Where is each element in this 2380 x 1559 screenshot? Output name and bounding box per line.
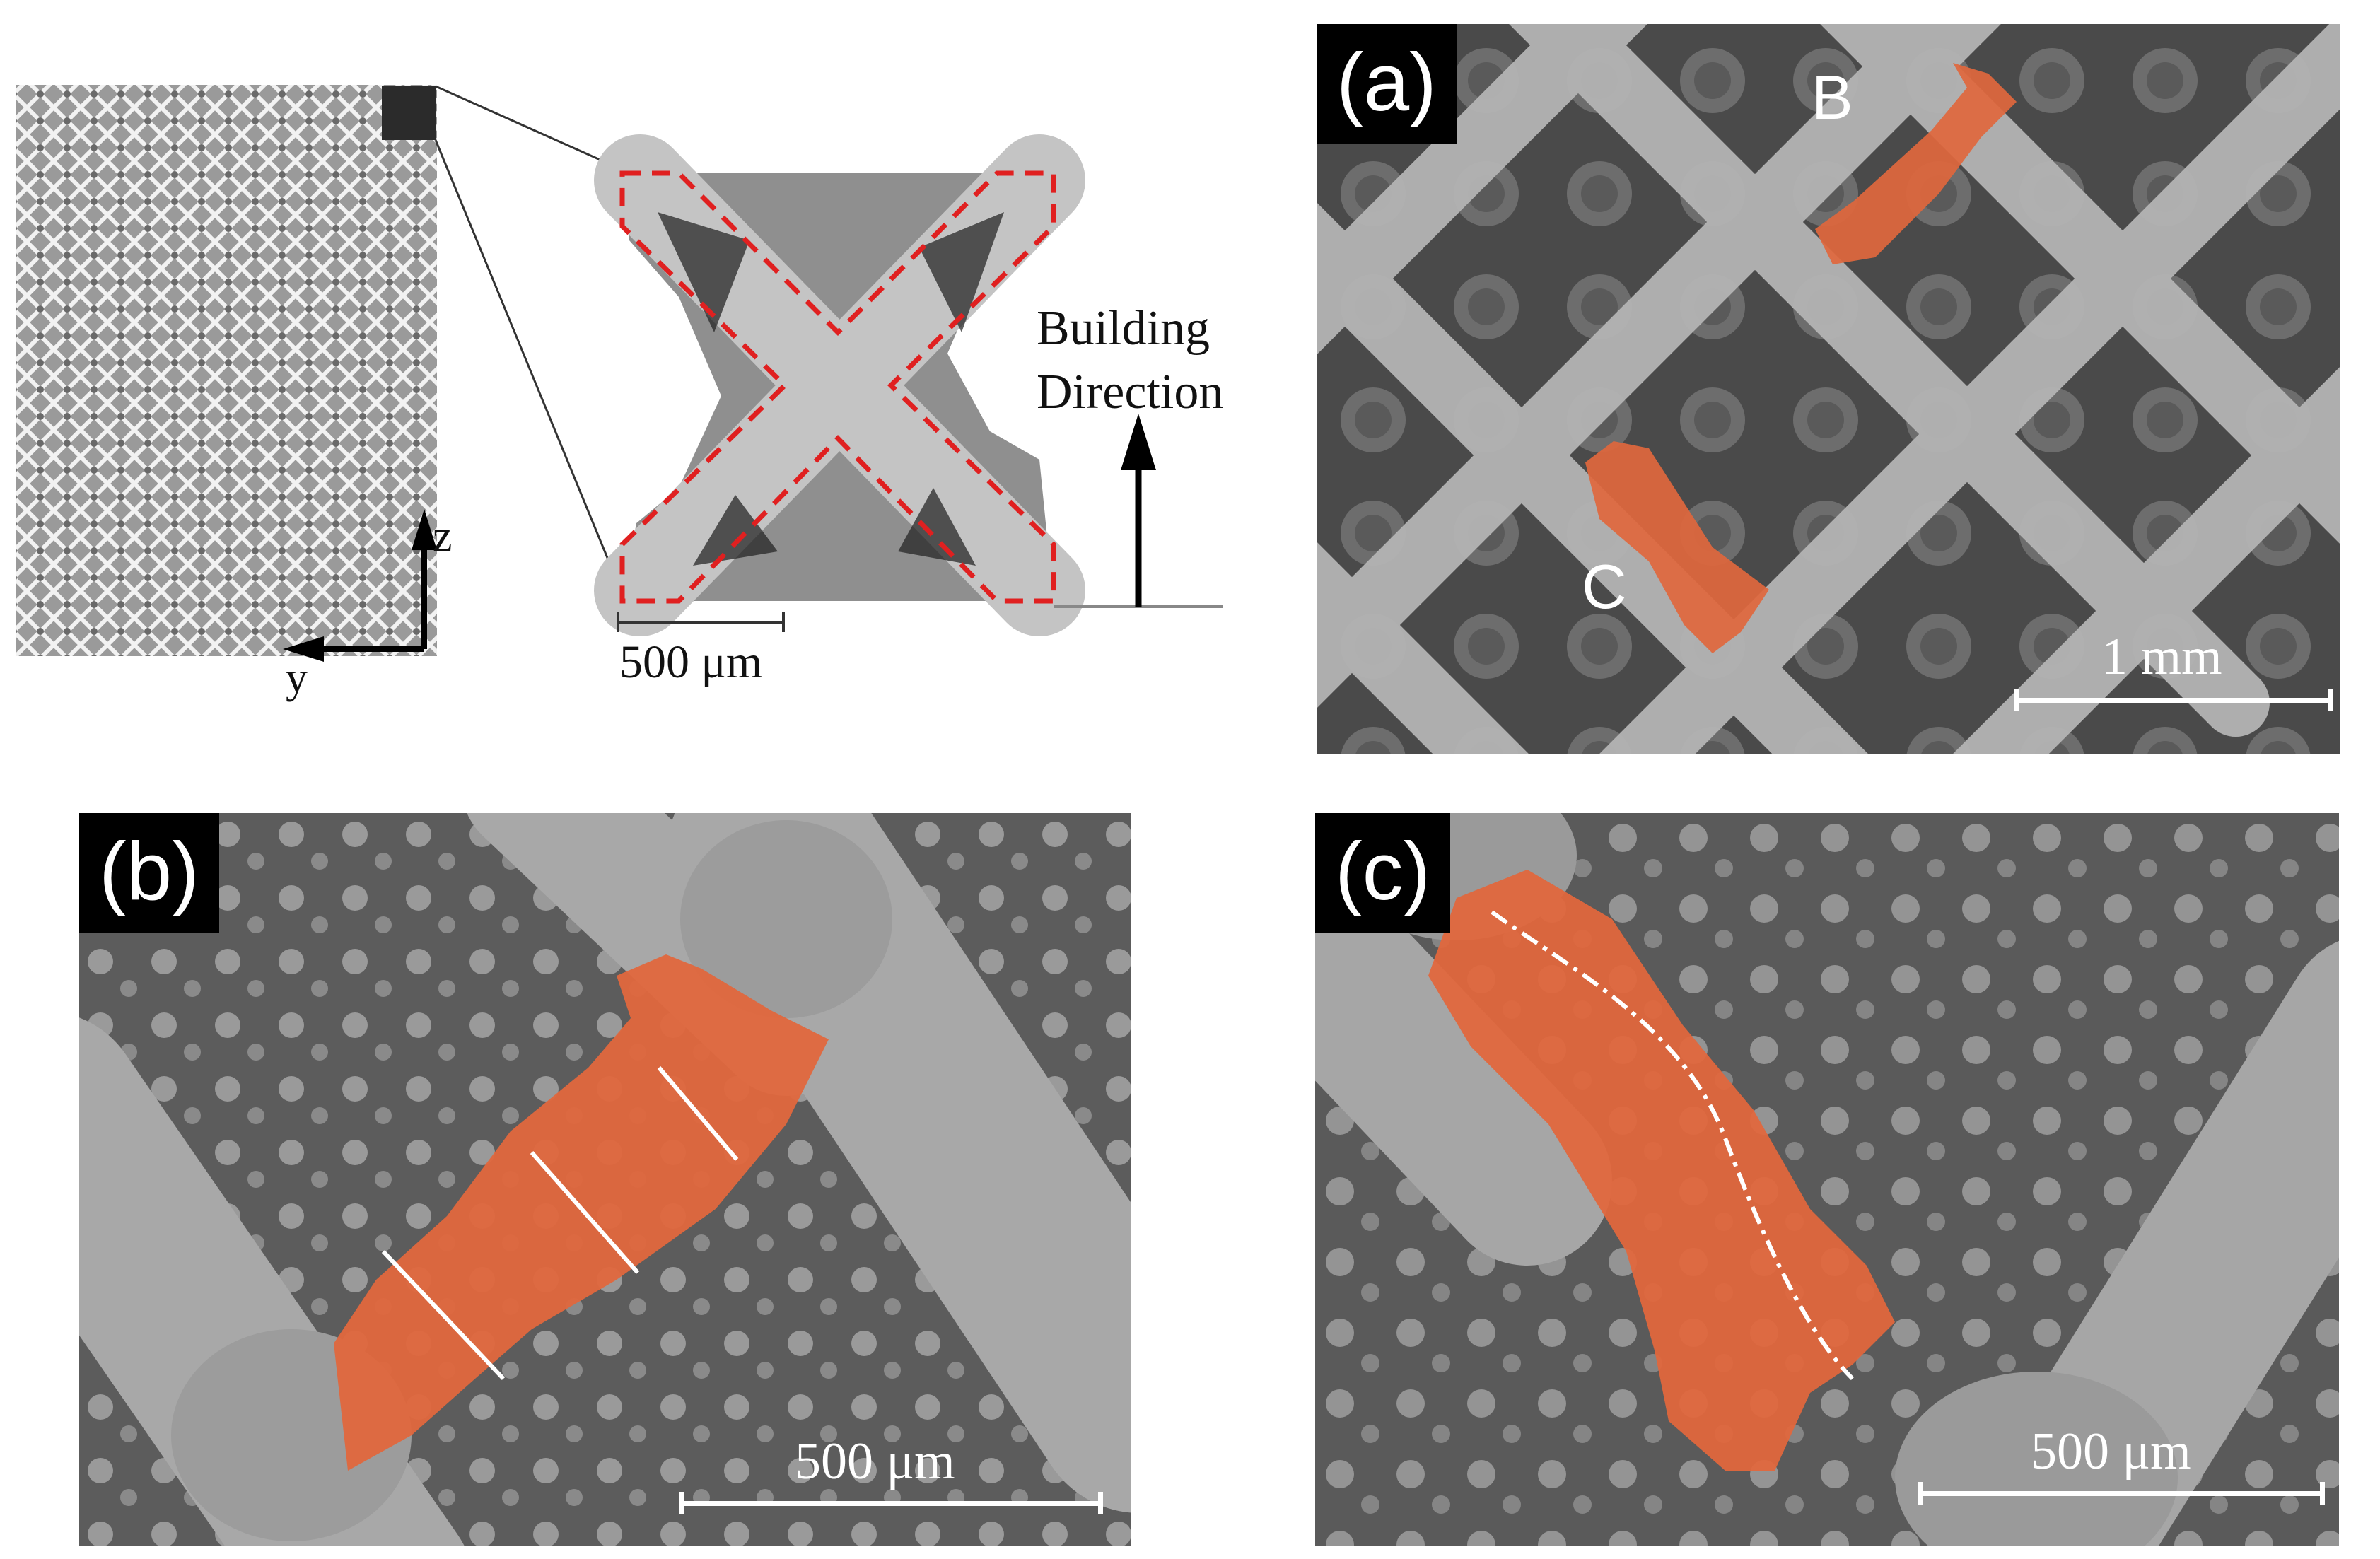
lattice-sample	[16, 85, 437, 656]
highlight-strut-b-detail	[334, 954, 829, 1471]
highlight-strut-c	[1585, 441, 1769, 653]
overview-panel: z y 500 μm Building Direction	[0, 0, 1273, 721]
panel-b-sem	[79, 813, 1131, 1546]
overview-drawing	[16, 85, 1223, 662]
panel-a: (a) B C 1 mm	[1317, 24, 2340, 754]
panel-a-sem	[1317, 24, 2340, 754]
panel-a-tag: (a)	[1317, 24, 1457, 144]
panel-c-tag: (c)	[1315, 813, 1451, 933]
panel-a-scalebar	[2014, 689, 2333, 711]
panel-c: (c) 500 μm	[1315, 813, 2339, 1546]
building-direction-line1: Building	[1037, 301, 1211, 356]
panel-a-scale-label: 1 mm	[2101, 628, 2222, 686]
strut-label-b: B	[1812, 62, 1853, 132]
axis-y-label: y	[286, 654, 308, 702]
panel-b-scalebar	[679, 1492, 1103, 1514]
panel-c-scale-label: 500 μm	[2031, 1423, 2191, 1481]
strut-label-c: C	[1582, 551, 1627, 621]
crosssection-image	[594, 134, 1085, 636]
panel-b-tag: (b)	[79, 813, 219, 933]
highlight-strut-c-detail	[1428, 870, 1895, 1471]
panel-b: (b) 500 μm	[79, 813, 1131, 1546]
selected-unit-cell	[382, 86, 436, 140]
building-direction-line2: Direction	[1037, 365, 1224, 419]
overview-scale-label: 500 μm	[619, 636, 763, 688]
panel-b-scale-label: 500 μm	[795, 1432, 955, 1490]
highlight-strut-b	[1815, 63, 2017, 264]
panel-c-scalebar	[1918, 1482, 2325, 1505]
axis-z-label: z	[433, 513, 453, 561]
